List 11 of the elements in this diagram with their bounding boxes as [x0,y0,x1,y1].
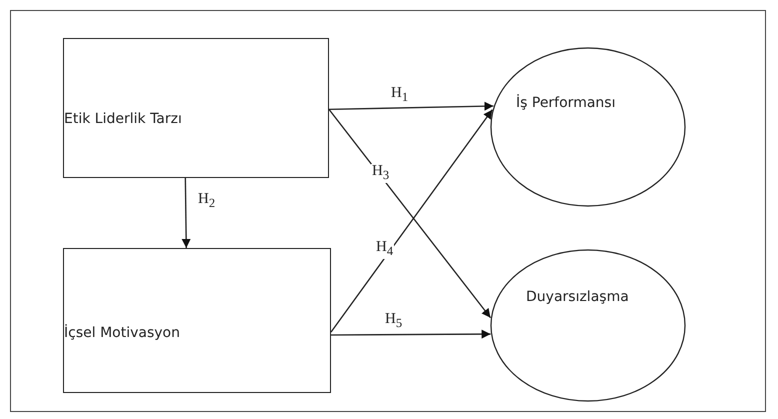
construct-box [63,38,329,178]
construct-label: Etik Liderlik Tarzı [64,111,182,127]
edge-label: H$_{4}$ [375,240,394,259]
construct-label: İş Performansı [516,95,616,111]
construct-box [63,248,331,393]
edge-label: H$_{3}$ [371,164,390,183]
arrow [182,178,191,248]
arrow [331,330,491,339]
arrow [328,102,494,111]
construct-label: Duyarsızlaşma [526,289,629,305]
construct-label: İçsel Motivasyon [64,325,180,341]
